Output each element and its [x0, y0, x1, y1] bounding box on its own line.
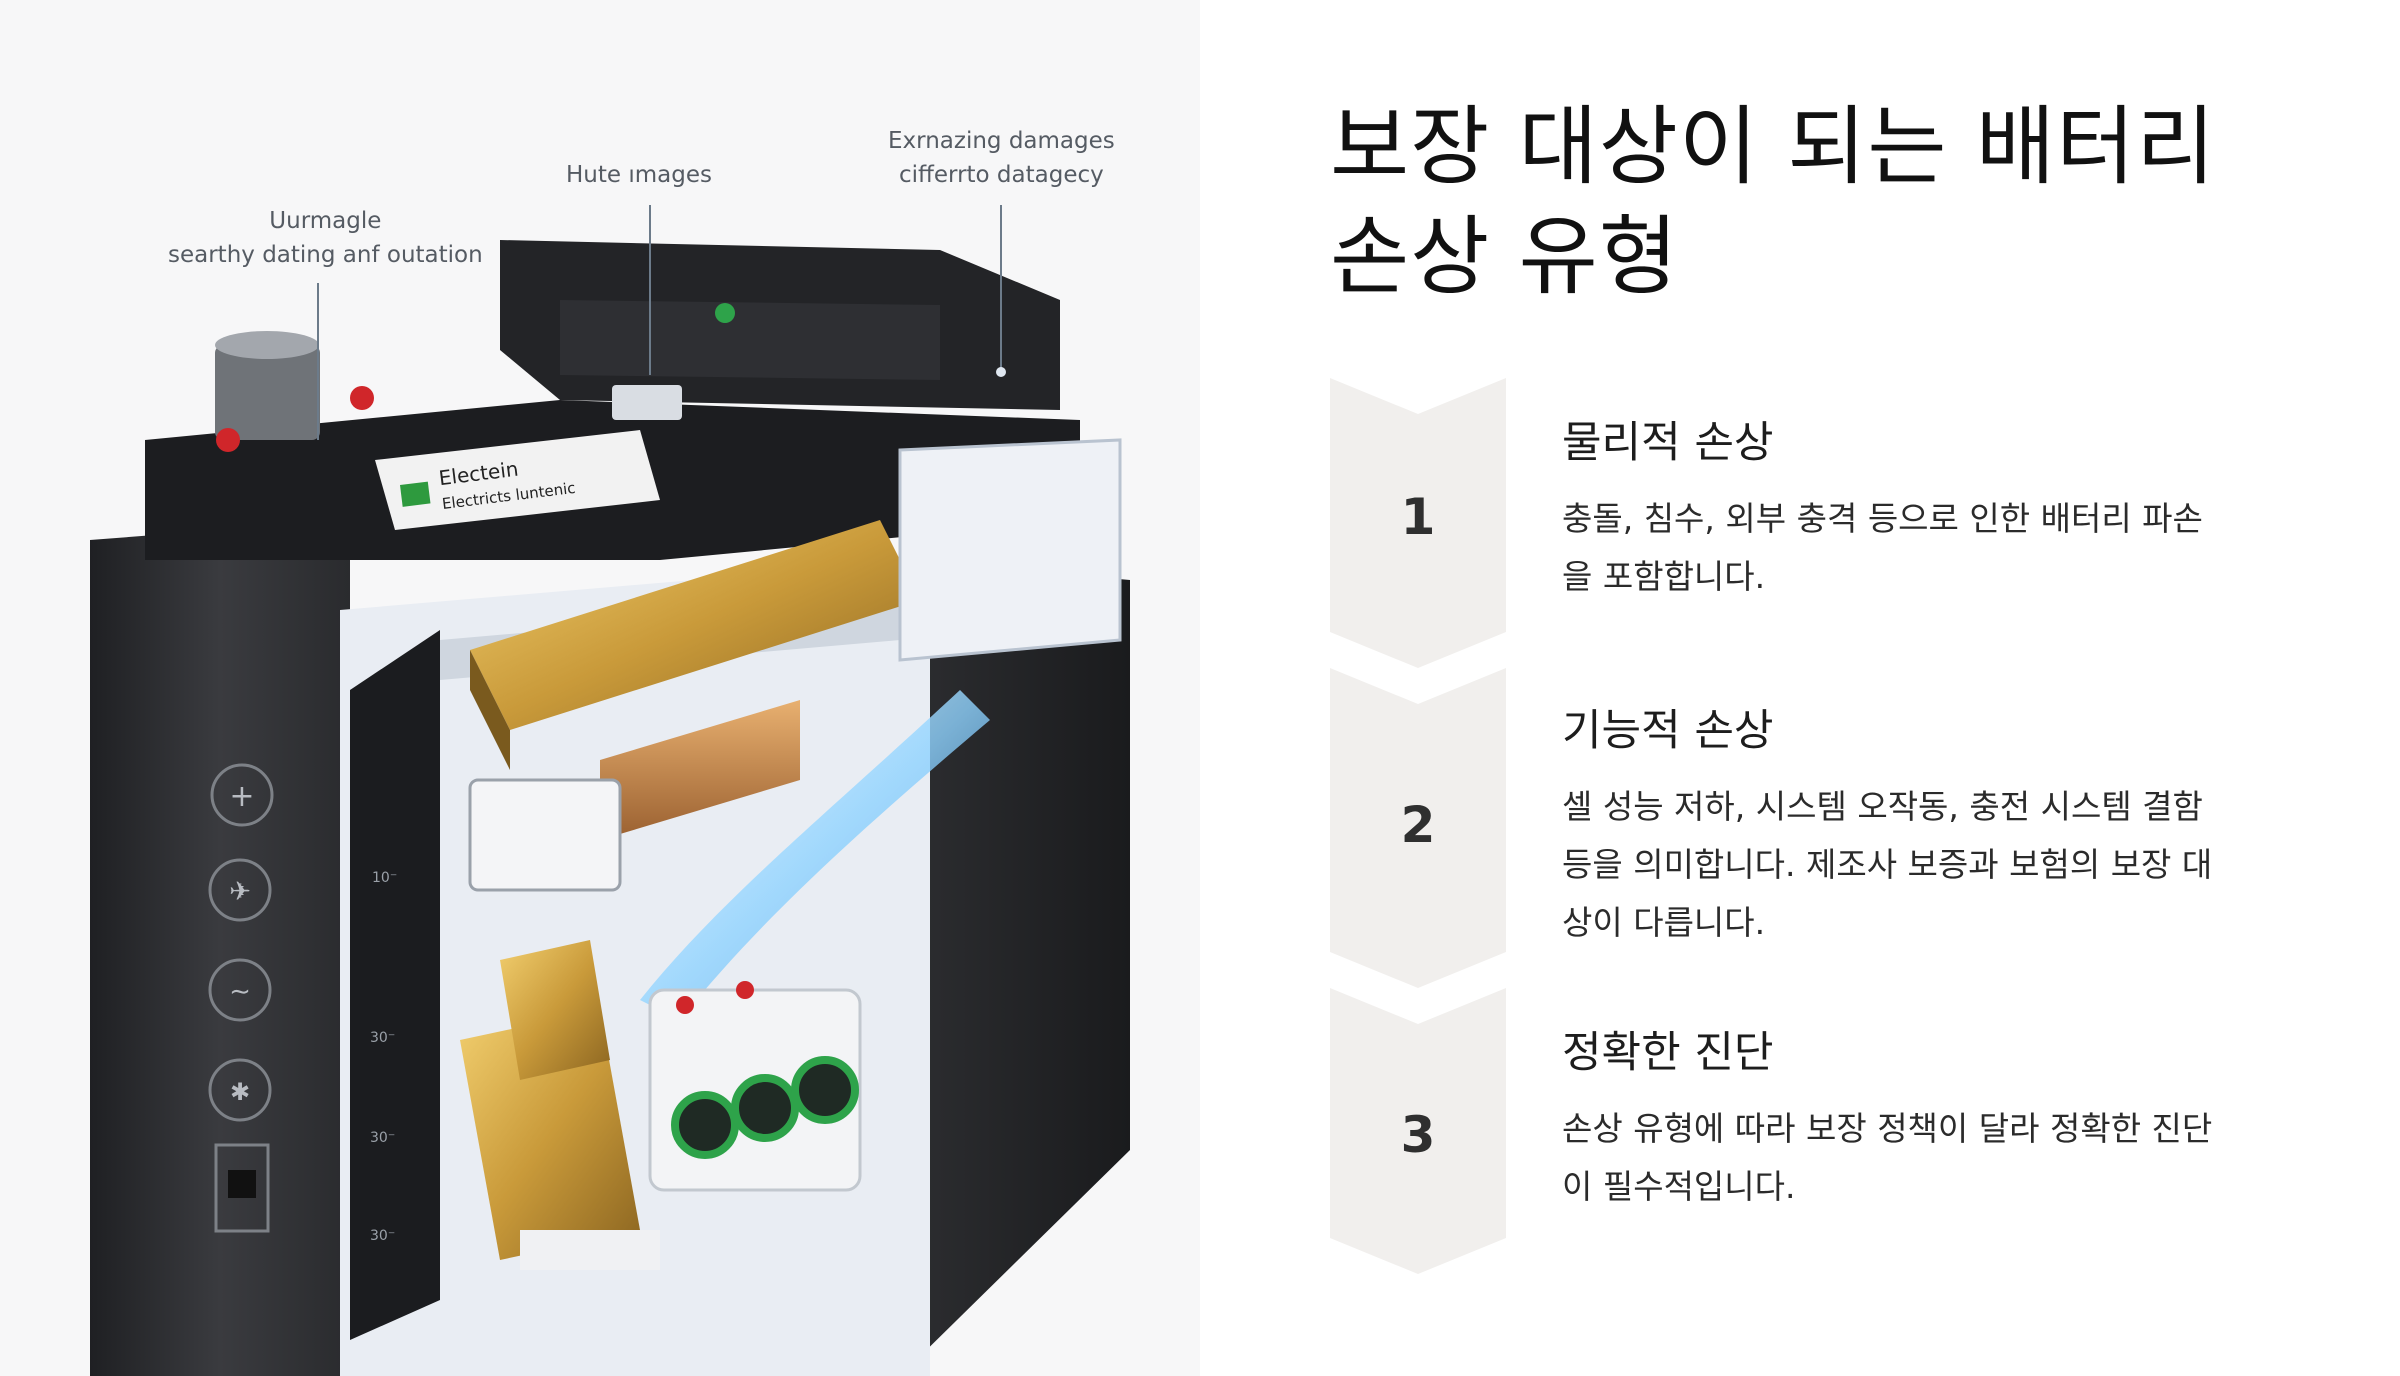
page-title: 보장 대상이 되는 배터리 손상 유형 [1330, 92, 2330, 312]
battery-illustration: + ✈ ∼ ✱ Electein Electricts luntenic 10⁻… [90, 124, 1130, 1376]
terminal-red-indicator [216, 428, 240, 452]
step-2-desc-line1: 셀 성능 저하, 시스템 오작동, 충전 시스템 결함 [1562, 787, 2203, 826]
arrow-icon [208, 858, 272, 922]
battery-cutaway-graphic: + ✈ ∼ ✱ [90, 205, 1130, 1376]
wave-icon [208, 958, 272, 1022]
scale-mark-4: 30⁻ [370, 1228, 396, 1244]
svg-text:∼: ∼ [229, 977, 251, 1007]
step-1-number: 1 [1400, 488, 1436, 546]
callout-right-line1: Exrnazing damages [888, 128, 1115, 154]
energy-glow [640, 690, 990, 1020]
status-green-indicator [715, 303, 735, 323]
callout-right-line2: cifferrto datagecy [898, 162, 1104, 188]
step-2-desc-line2: 등을 의미합니다. 제조사 보증과 보험의 보장 대 [1562, 845, 2213, 884]
side-housing [898, 438, 1122, 662]
case-right-side [900, 560, 1130, 1376]
svg-text:✱: ✱ [230, 1078, 250, 1106]
port-icon [214, 1143, 270, 1233]
step-2-title: 기능적 손상 [1562, 706, 1774, 756]
step-1-desc-line2: 을 포함합니다. [1562, 557, 1766, 596]
step-3: 3 정확한 진단 손상 유형에 따라 보장 정책이 달라 정확한 진단 이 필수… [1330, 988, 2330, 1274]
cell-ring-1 [671, 1091, 739, 1159]
terminal-red-indicator-2 [350, 386, 374, 410]
step-3-title: 정확한 진단 [1562, 1028, 1774, 1078]
cell-ring-3 [791, 1056, 859, 1124]
step-2-description: 셀 성능 저하, 시스템 오작동, 충전 시스템 결함 등을 의미합니다. 제조… [1562, 778, 2282, 952]
step-3-description: 손상 유형에 따라 보장 정책이 달라 정확한 진단 이 필수적입니다. [1562, 1100, 2282, 1216]
case-front-left [90, 520, 350, 1376]
step-3-chevron [1330, 988, 1506, 1274]
page-title-line2: 손상 유형 [1330, 207, 1679, 307]
step-1-title: 물리적 손상 [1562, 418, 1774, 468]
step-1-description: 충돌, 침수, 외부 충격 등으로 인한 배터리 파손 을 포함합니다. [1562, 490, 2282, 606]
step-2-chevron [1330, 668, 1506, 988]
connector-block [612, 385, 682, 420]
gold-cell-pack-top [470, 520, 920, 730]
step-3-desc-line1: 손상 유형에 따라 보장 정책이 달라 정확한 진단 [1562, 1109, 2213, 1148]
step-3-number: 3 [1400, 1106, 1436, 1164]
gold-cell-stack [460, 1010, 640, 1260]
callout-middle-line1: Hute ımages [566, 162, 712, 188]
lid-panel [560, 300, 940, 380]
step-1: 1 물리적 손상 충돌, 침수, 외부 충격 등으로 인한 배터리 파손 을 포… [1330, 378, 2330, 668]
brand-label [375, 430, 660, 530]
scale-mark-3: 30⁻ [370, 1130, 396, 1146]
terminal-cap [215, 345, 320, 440]
label-logo-icon [399, 481, 431, 507]
step-2: 2 기능적 손상 셀 성능 저하, 시스템 오작동, 충전 시스템 결함 등을 … [1330, 668, 2330, 988]
step-3-desc-line2: 이 필수적입니다. [1562, 1167, 1796, 1206]
step-2-desc-line3: 상이 다릅니다. [1562, 903, 1766, 942]
step-2-number: 2 [1400, 796, 1436, 854]
page-title-line1: 보장 대상이 되는 배터리 [1330, 97, 2217, 197]
gauge-icon [208, 1058, 272, 1122]
svg-text:✈: ✈ [229, 877, 251, 907]
cell-ring-2 [731, 1074, 799, 1142]
step-1-chevron [1330, 378, 1506, 668]
control-module [468, 778, 622, 892]
callout-left: Uurmagle searthy dating anf outation [168, 204, 483, 272]
svg-text:+: + [229, 779, 254, 814]
inner-wall [350, 630, 440, 1340]
scale-mark-2: 30⁻ [370, 1030, 396, 1046]
callout-middle: Hute ımages [566, 158, 712, 192]
scale-mark-1: 10⁻ [372, 870, 398, 886]
callout-left-line1: Uurmagle [269, 208, 382, 234]
step-1-desc-line1: 충돌, 침수, 외부 충격 등으로 인한 배터리 파손 [1562, 499, 2203, 538]
callout-left-line2: searthy dating anf outation [168, 242, 483, 268]
copper-fin-block [600, 700, 800, 840]
plus-icon [210, 763, 274, 827]
callout-right: Exrnazing damages cifferrto datagecy [888, 124, 1115, 192]
